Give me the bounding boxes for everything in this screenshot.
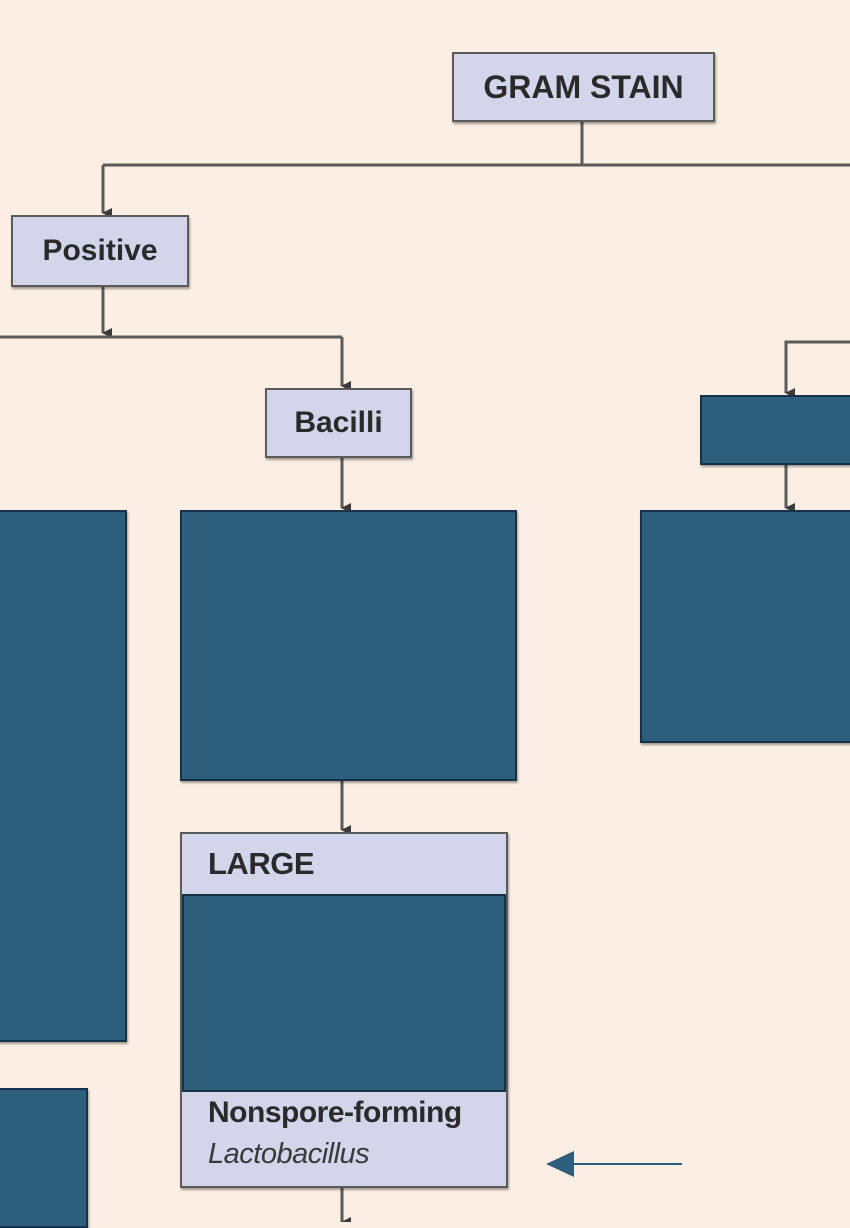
positive-label: Positive bbox=[42, 234, 158, 267]
large-title: LARGE bbox=[208, 846, 315, 881]
masked-box-left-tall bbox=[0, 510, 127, 1042]
large-node: LARGE Nonspore-forming Lactobacillus bbox=[180, 832, 508, 1188]
pointer-arrow bbox=[546, 1151, 682, 1177]
bacilli-label: Bacilli bbox=[294, 406, 383, 439]
connector-right-bar bbox=[784, 340, 850, 398]
large-genus: Lactobacillus bbox=[208, 1138, 370, 1170]
bacilli-node: Bacilli bbox=[265, 388, 412, 458]
positive-node: Positive bbox=[11, 215, 189, 287]
masked-box-left-bottom bbox=[0, 1088, 88, 1228]
masked-box-center bbox=[180, 510, 517, 781]
masked-box-right-large bbox=[640, 510, 850, 743]
masked-box-large-inner bbox=[182, 894, 506, 1092]
gram-stain-node: GRAM STAIN bbox=[452, 52, 715, 122]
large-subtitle: Nonspore-forming bbox=[208, 1096, 462, 1129]
masked-box-right-small bbox=[700, 395, 850, 465]
gram-stain-label: GRAM STAIN bbox=[483, 68, 684, 105]
